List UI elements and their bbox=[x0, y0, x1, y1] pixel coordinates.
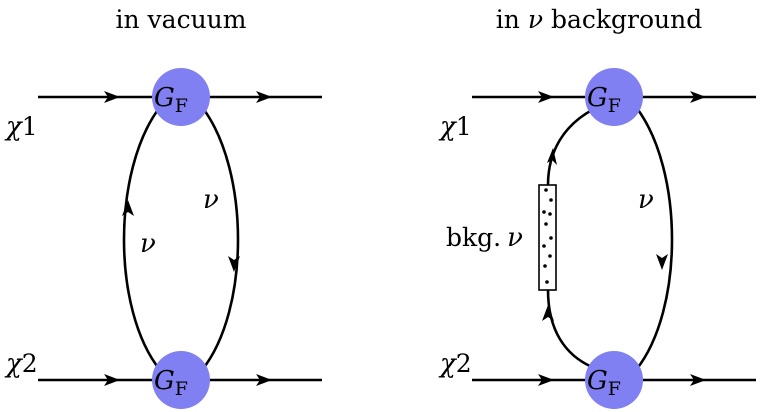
chi2-out-arrow bbox=[690, 374, 706, 386]
chi2-in-arrow bbox=[104, 374, 120, 386]
chi2-label: χ2 bbox=[4, 349, 38, 379]
neutrino-loop-right bbox=[634, 106, 674, 371]
chi1-out-arrow bbox=[690, 91, 706, 103]
background-nu-label: bkg.ν bbox=[446, 223, 523, 253]
bkg-upper-arrow bbox=[547, 148, 557, 165]
background-neutrino-dots bbox=[542, 188, 553, 284]
vertex-top-gf bbox=[152, 68, 210, 126]
loop-right-nu-label: ν bbox=[203, 185, 219, 215]
panel-vacuum-title: in vacuum bbox=[116, 5, 247, 34]
chi1-in-arrow bbox=[104, 91, 120, 103]
loop-right-arrow-down bbox=[656, 254, 668, 270]
vertex-bottom-gf bbox=[152, 351, 210, 409]
loop-right-nu-label: ν bbox=[638, 185, 654, 215]
chi2-out-arrow bbox=[256, 374, 272, 386]
bkg-lower-arrow bbox=[542, 305, 554, 321]
chi1-label: χ1 bbox=[4, 112, 38, 142]
chi2-label: χ2 bbox=[438, 349, 472, 379]
panel-vacuum: in vacuum GF GF χ1 χ2 ν ν bbox=[4, 5, 322, 409]
neutrino-loop-left bbox=[122, 106, 162, 371]
vertex-top-label: GF bbox=[587, 83, 621, 117]
loop-left-nu-label: ν bbox=[140, 229, 156, 259]
vertex-bottom-label: GF bbox=[154, 366, 188, 400]
chi1-in-arrow bbox=[538, 91, 554, 103]
vertex-bottom-gf bbox=[585, 351, 643, 409]
chi1-out-arrow bbox=[256, 91, 272, 103]
loop-right-arrow-down bbox=[228, 256, 240, 272]
panel-background-title: in ν background bbox=[496, 5, 702, 34]
loop-left-arrow-up bbox=[122, 200, 134, 216]
bkg-loop-upper bbox=[546, 108, 593, 186]
neutrino-loop-right bbox=[200, 106, 240, 371]
vertex-bottom-label: GF bbox=[587, 366, 621, 400]
chi1-label: χ1 bbox=[438, 112, 472, 142]
bkg-loop-lower bbox=[546, 289, 593, 369]
panel-background: in ν background bbox=[438, 5, 756, 409]
vertex-top-gf bbox=[585, 68, 643, 126]
vertex-top-label: GF bbox=[154, 83, 188, 117]
chi2-in-arrow bbox=[538, 374, 554, 386]
background-neutrino-box bbox=[538, 184, 557, 291]
